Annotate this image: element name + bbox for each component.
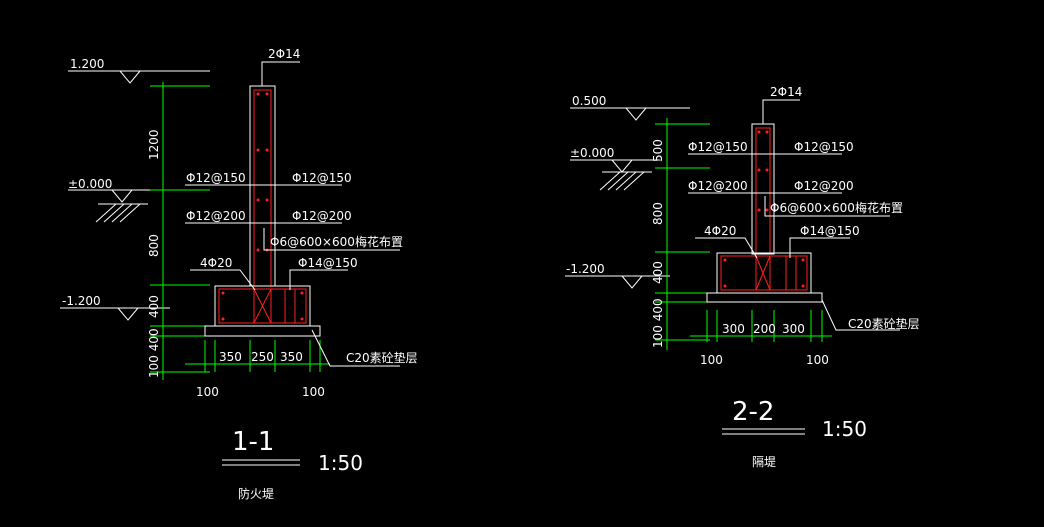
section-1-1: 1.200 ±0.000 -1.200 2Φ14 Φ12@150 Φ12@150… [60, 47, 418, 501]
stirrup-left-label: Φ12@150 [186, 171, 246, 185]
leader-base-stirrup [289, 269, 348, 290]
footing-rebar [218, 288, 307, 324]
elev-marker-ground [611, 159, 633, 173]
stirrup-right-label: Φ12@150 [292, 171, 352, 185]
wall-rebar-cage [253, 89, 272, 287]
elev-ground-label: ±0.000 [68, 177, 112, 191]
leader-base-bars [695, 237, 758, 259]
wall-rebar-cage [755, 127, 771, 254]
footing [716, 252, 812, 294]
dim-right-label: 100 [302, 385, 325, 399]
elev-marker-ground [111, 189, 133, 203]
elev-bottom-label: -1.200 [62, 294, 101, 308]
elev-marker-bottom [621, 275, 643, 289]
wall-stem [751, 123, 775, 255]
dim-v4-label: 100 400 [651, 298, 665, 348]
bar-right-label: Φ12@200 [794, 179, 854, 193]
dim-w3-label: 350 [280, 350, 303, 364]
dim-w2-label: 200 [753, 322, 776, 336]
dim-v2-label: 800 [147, 234, 161, 257]
bar-left-label: Φ12@200 [688, 179, 748, 193]
base-stirrup-label: Φ14@150 [800, 224, 860, 238]
dim-w1-label: 300 [722, 322, 745, 336]
bar-left-label: Φ12@200 [186, 209, 246, 223]
top-bars-label: 2Φ14 [770, 85, 802, 99]
elev-bottom-label: -1.200 [566, 262, 605, 276]
leader-tie [764, 196, 890, 217]
elev-marker-top [625, 107, 647, 121]
leader-base-bars [190, 269, 256, 291]
cushion-layer [706, 292, 823, 303]
dim-w2-label: 250 [251, 350, 274, 364]
dim-left-label: 100 [196, 385, 219, 399]
cushion-label: C20素砼垫层 [346, 350, 418, 365]
base-bars-label: 4Φ20 [200, 256, 232, 270]
bar-right-label: Φ12@200 [292, 209, 352, 223]
dim-w3-label: 300 [782, 322, 805, 336]
section-name: 隔堤 [752, 455, 776, 469]
stirrup-right-label: Φ12@150 [794, 140, 854, 154]
section-name: 防火堤 [238, 486, 274, 501]
dim-right-label: 100 [806, 353, 829, 367]
stirrup-left-label: Φ12@150 [688, 140, 748, 154]
elev-ground-label: ±0.000 [570, 146, 614, 160]
scale-label: 1:50 [822, 417, 867, 441]
section-title: 1-1 [232, 427, 274, 457]
dim-v1-label: 1200 [147, 129, 161, 160]
elev-top-label: 1.200 [70, 57, 104, 71]
dim-v2-label: 800 [651, 202, 665, 225]
dim-v1-label: 500 [651, 139, 665, 162]
dim-v4-label: 100 400 [147, 328, 161, 378]
scale-label: 1:50 [318, 451, 363, 475]
tie-label: Φ6@600×600梅花布置 [770, 200, 903, 215]
leader-cushion [311, 329, 400, 367]
dim-v3-label: 400 [651, 261, 665, 284]
ground-hatch [599, 171, 652, 191]
base-stirrup-label: Φ14@150 [298, 256, 358, 270]
cushion-layer [204, 325, 321, 337]
elev-marker-bottom [117, 307, 139, 321]
elev-marker-top [119, 70, 141, 84]
cushion-label: C20素砼垫层 [848, 316, 920, 331]
leader-tie [263, 228, 400, 251]
section-title: 2-2 [732, 397, 774, 427]
dim-left-label: 100 [700, 353, 723, 367]
top-bars-label: 2Φ14 [268, 47, 300, 61]
footing-rebar [720, 255, 808, 291]
leader-base-stirrup [789, 237, 850, 258]
leader-top-bars [762, 99, 800, 124]
leader-cushion [821, 299, 900, 331]
elev-top-label: 0.500 [572, 94, 606, 108]
dim-w1-label: 350 [219, 350, 242, 364]
base-bars-label: 4Φ20 [704, 224, 736, 238]
leader-top-bars [261, 61, 300, 86]
section-2-2: 0.500 ±0.000 -1.200 2Φ14 Φ12@150 Φ12@150… [565, 85, 920, 469]
dim-v3-label: 400 [147, 295, 161, 318]
tie-label: Φ6@600×600梅花布置 [270, 234, 403, 249]
ground-hatch [95, 203, 148, 223]
